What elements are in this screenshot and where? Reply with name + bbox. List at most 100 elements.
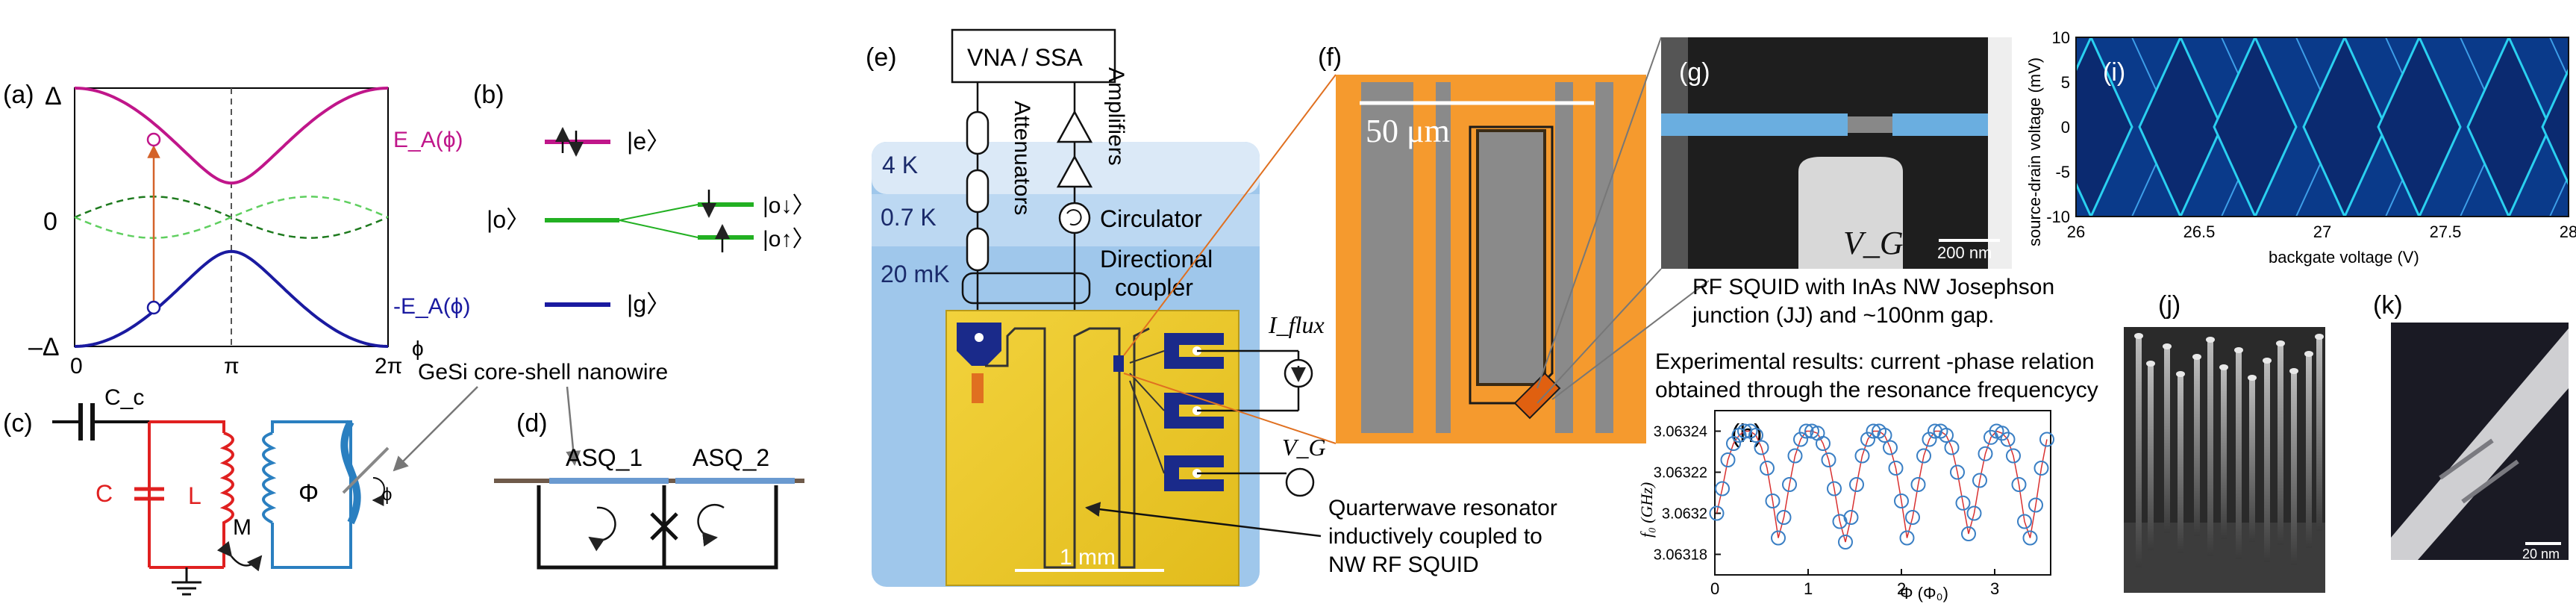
zoom-line-fg-1 xyxy=(1536,37,1662,389)
nanowire-blue-left xyxy=(1661,113,1848,136)
y-tick-label: 3.06322 xyxy=(1654,465,1707,482)
coulomb-diamonds xyxy=(2076,37,2569,217)
gate-electrode-1 xyxy=(1361,82,1413,433)
gate-electrode-2 xyxy=(1436,82,1451,433)
junction-cross-2 xyxy=(650,512,678,541)
junction-gap xyxy=(1848,116,1892,133)
coulomb-diamond xyxy=(2377,37,2462,217)
voltage-source-icon xyxy=(1285,467,1315,497)
gate-trace-2 xyxy=(1129,380,1165,474)
data-point xyxy=(1771,530,1786,546)
panel-g: (g) V_G 200 nm RF SQUID with InAs NW Jos… xyxy=(1661,37,2054,328)
nanowire-tip xyxy=(2248,375,2257,381)
interface-k-2 xyxy=(2461,459,2519,504)
nanowire-blue-right xyxy=(1892,113,1988,136)
gate-pad-2 xyxy=(1164,455,1224,491)
attenuator-3 xyxy=(966,227,990,272)
resonator-label-1: Quarterwave resonator xyxy=(1328,496,1557,520)
gate-trace-1 xyxy=(1129,373,1165,411)
cc-label: C_c xyxy=(104,385,144,410)
caption-g-2: junction (JJ) and ~100nm gap. xyxy=(1692,303,1994,328)
caption-g-1: RF SQUID with InAs NW Josephson xyxy=(1692,275,2054,299)
zoom-line-ef-1 xyxy=(1123,74,1337,356)
data-point xyxy=(1720,452,1736,467)
panel-label-a: (a) xyxy=(3,81,34,109)
ground-state-label: |g〉 xyxy=(627,290,670,317)
nanowire-tip xyxy=(2315,334,2324,340)
data-point xyxy=(2011,477,2027,492)
data-point xyxy=(1877,428,1892,443)
data-point xyxy=(1776,510,1792,525)
l-label: L xyxy=(188,482,201,509)
panel-label-f: (f) xyxy=(1318,43,1342,72)
iflux-label: I_flux xyxy=(1268,311,1325,338)
data-point xyxy=(1966,505,1982,521)
y-label-zero: 0 xyxy=(43,208,57,236)
data-point xyxy=(1854,448,1870,464)
data-point xyxy=(1838,535,1853,549)
panel-f: (f) 50 μm xyxy=(1318,43,1646,443)
m-label: M xyxy=(233,515,251,540)
data-point xyxy=(1888,461,1904,476)
gate-electrode-g xyxy=(1798,157,1903,269)
x-tick-label: 0 xyxy=(1710,579,1719,598)
panel-label-c: (c) xyxy=(3,409,33,438)
nanowire-tip xyxy=(2163,343,2172,349)
squid-nanowire xyxy=(340,420,361,525)
data-point xyxy=(1793,432,1808,447)
panel-label-b: (b) xyxy=(473,81,504,109)
coulomb-diamond xyxy=(2541,67,2569,187)
data-point xyxy=(1905,510,1920,525)
nanowire-pillar xyxy=(2148,364,2154,550)
panel-label-g: (g) xyxy=(1679,58,1710,87)
caption-h-2: obtained through the resonance frequency… xyxy=(1655,378,2098,402)
caption-pointer-g xyxy=(1551,280,1710,400)
data-point xyxy=(2033,461,2049,476)
excited-state-label: |e〉 xyxy=(627,128,670,155)
scale-label-f: 50 μm xyxy=(1366,113,1450,149)
gate-electrode-4 xyxy=(1595,82,1613,433)
i-x-tick-label: 27.5 xyxy=(2430,222,2462,241)
data-point xyxy=(1944,440,1960,455)
scale-label-e: 1 mm xyxy=(1060,545,1116,570)
squid-on-chip xyxy=(1113,355,1124,372)
caption-h-1: Experimental results: current -phase rel… xyxy=(1655,349,2095,374)
amplifiers-label: Amplifiers xyxy=(1104,67,1128,166)
panel-d: (d) ASQ_1 ASQ_2 xyxy=(494,409,804,570)
nanowire-tip xyxy=(2192,354,2201,360)
nanowire-pillar xyxy=(2264,361,2270,562)
flux-arrow-1 xyxy=(588,506,616,552)
i-y-tick-label: -10 xyxy=(2046,208,2070,226)
junction-region-f xyxy=(1513,372,1561,420)
nanowire-pillar xyxy=(2136,336,2142,567)
y-tick-label: 3.0632 xyxy=(1662,506,1707,523)
panel-label-e: (e) xyxy=(866,43,897,72)
nanowire-tip xyxy=(2134,333,2143,339)
data-point xyxy=(1765,494,1781,508)
asq-loop xyxy=(537,485,778,570)
x-label-pi: π xyxy=(224,354,240,379)
nanowire-segment-2 xyxy=(675,478,795,484)
i-x-tick-label: 28 xyxy=(2560,222,2576,241)
data-point xyxy=(1715,481,1730,496)
resonator-label-2: inductively coupled to xyxy=(1328,524,1542,549)
ea-minus-label: -E_A(ϕ) xyxy=(393,294,470,319)
data-point xyxy=(1760,461,1775,476)
data-point xyxy=(1916,448,1931,464)
nanowire-k xyxy=(2391,329,2569,560)
squid-loop xyxy=(271,420,352,569)
y-label-minus-delta: –Δ xyxy=(28,333,60,361)
data-point xyxy=(1860,432,1875,447)
nanowire-tip xyxy=(2176,371,2185,377)
panel-a: (a) Δ 0 –Δ E_A(ϕ) -E_A(ϕ) 0 π 2π ϕ xyxy=(3,81,470,379)
split-line-down xyxy=(619,220,698,238)
resonator-meander xyxy=(985,327,1150,569)
plot-frame-i xyxy=(2075,37,2569,217)
data-point xyxy=(1816,436,1831,451)
ea-plus-curve xyxy=(74,87,389,185)
circulator-arrow xyxy=(1066,209,1082,226)
i-xlabel: backgate voltage (V) xyxy=(2269,248,2419,267)
odd-up-label: |o↑〉 xyxy=(763,227,814,252)
